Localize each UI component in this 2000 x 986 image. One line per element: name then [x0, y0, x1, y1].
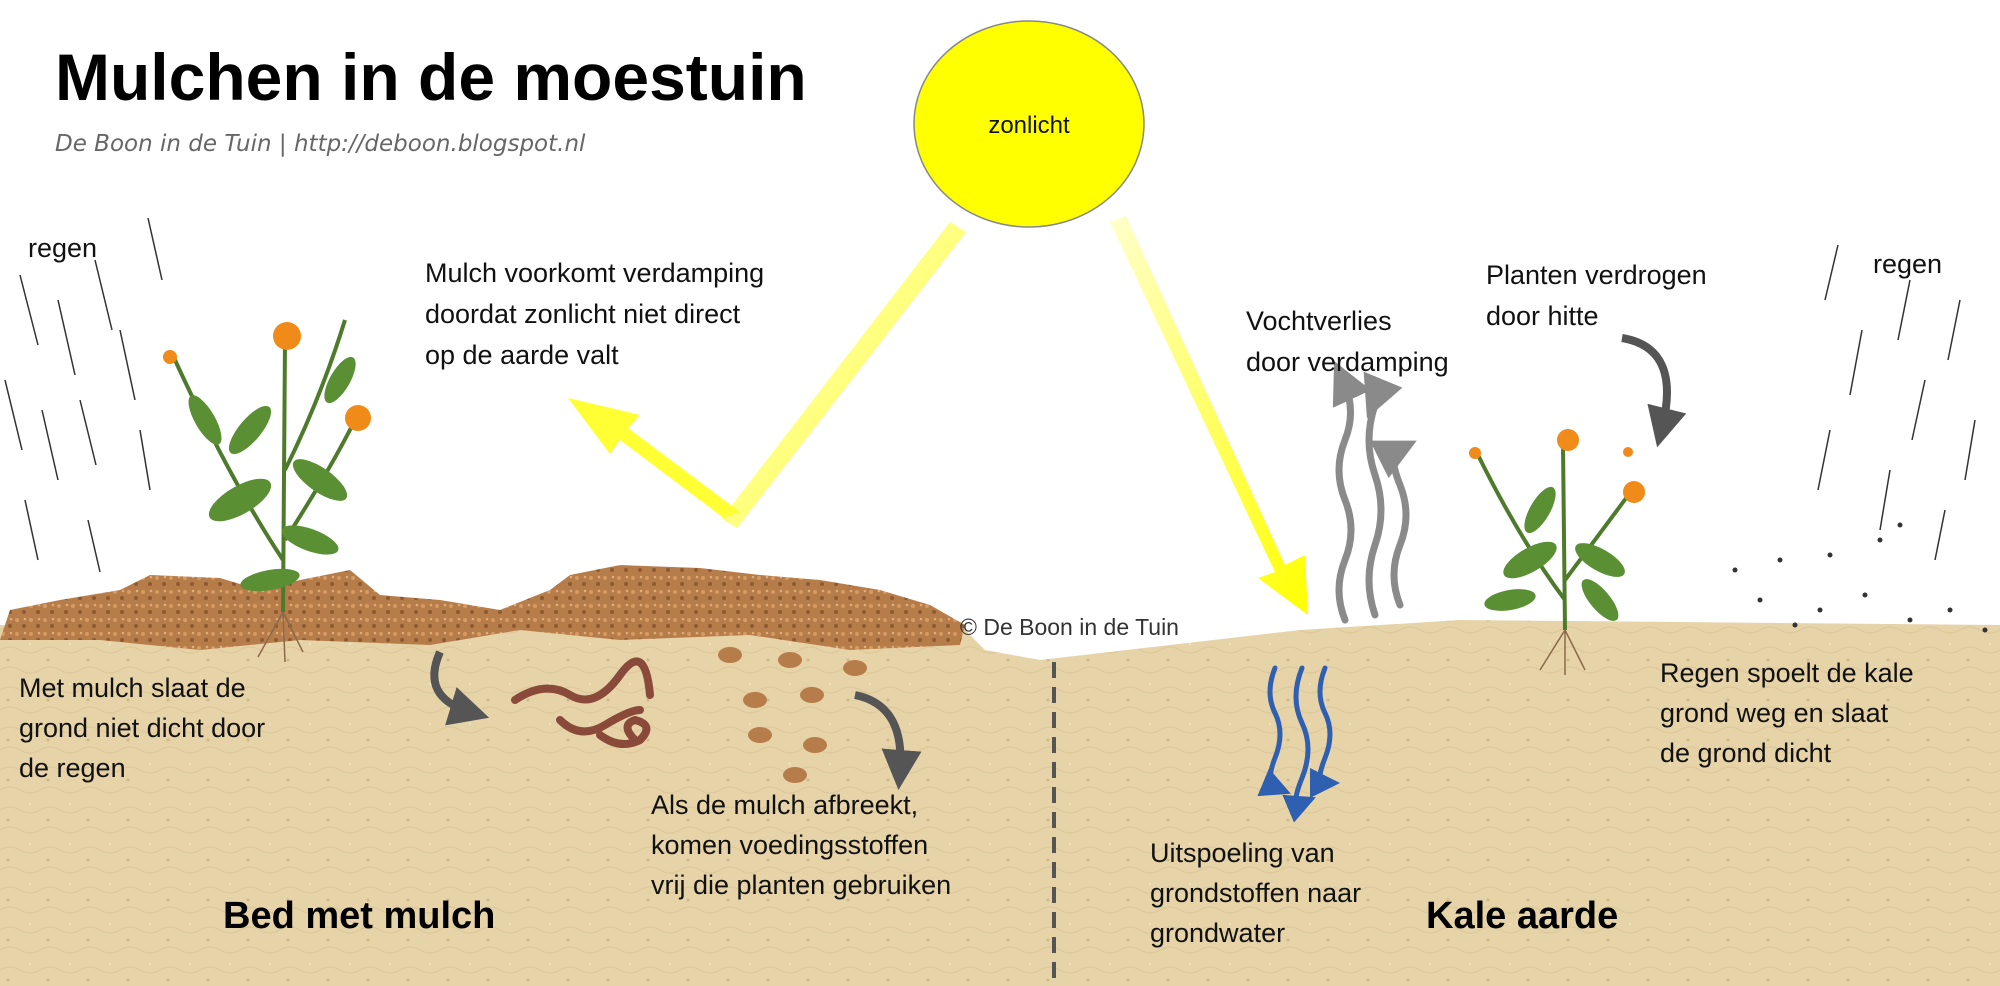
text-line: komen voedingsstoffen [651, 830, 928, 860]
text-line: Met mulch slaat de [19, 673, 246, 703]
earthworms [511, 657, 654, 748]
curved-arrow-rain-mulch [430, 650, 490, 726]
sunbeam-reflect-arrow [568, 398, 740, 528]
evaporation-arrows [1332, 360, 1417, 624]
rain-left [4, 217, 163, 573]
bare-soil-heading: Kale aarde [1426, 895, 1618, 937]
rain-erodes-label: Regen spoelt de kale grond weg en slaat … [1660, 658, 1921, 768]
text-line: grond niet dicht door [19, 713, 265, 743]
text-line: op de aarde valt [425, 340, 619, 370]
mulch-flakes [718, 647, 867, 783]
rain-left-label: regen [28, 233, 97, 263]
mulch-prevents-label: Mulch voorkomt verdamping doordat zonlic… [425, 258, 772, 370]
moisture-loss-label: Vochtverlies door verdamping [1246, 306, 1449, 377]
sunbeam-right [1110, 216, 1308, 615]
text-line: Vochtverlies [1246, 306, 1392, 336]
mulch-breakdown-label: Als de mulch afbreekt, komen voedingssto… [651, 790, 951, 900]
text-line: Regen spoelt de kale [1660, 658, 1914, 688]
page-title: Mulchen in de moestuin [55, 40, 807, 114]
plants-dry-label: Planten verdrogen door hitte [1486, 260, 1714, 331]
text-line: door verdamping [1246, 347, 1449, 377]
text-line: grond weg en slaat [1660, 698, 1889, 728]
curved-arrow-nutrients [854, 691, 922, 790]
sun [913, 20, 1145, 228]
text-line: de regen [19, 753, 126, 783]
marigold-plant-left [163, 319, 371, 663]
soil-ground [0, 620, 2000, 986]
marigold-plant-right [1469, 429, 1645, 675]
leaching-label: Uitspoeling van grondstoffen naar grondw… [1150, 838, 1369, 948]
text-line: vrij die planten gebruiken [651, 870, 951, 900]
text-line: Planten verdrogen [1486, 260, 1707, 290]
rain-drops [1732, 522, 1988, 633]
sunbeam-left [722, 222, 966, 528]
copyright-label: © De Boon in de Tuin [960, 614, 1179, 640]
text-line: door hitte [1486, 301, 1599, 331]
bed-with-mulch-heading: Bed met mulch [223, 895, 495, 937]
text-line: de grond dicht [1660, 738, 1832, 768]
text-line: Uitspoeling van [1150, 838, 1335, 868]
mulch-no-crust-label: Met mulch slaat de grond niet dicht door… [19, 673, 273, 783]
rain-right [1817, 244, 1976, 561]
sun-label: zonlicht [988, 112, 1070, 139]
text-line: Als de mulch afbreekt, [651, 790, 918, 820]
page-subtitle: De Boon in de Tuin | http://deboon.blogs… [55, 131, 586, 157]
text-line: Mulch voorkomt verdamping [425, 258, 764, 288]
leaching-arrows [1257, 665, 1340, 823]
curved-arrow-heat [1621, 334, 1687, 448]
text-line: grondwater [1150, 918, 1285, 948]
text-line: doordat zonlicht niet direct [425, 299, 741, 329]
text-line: grondstoffen naar [1150, 878, 1361, 908]
rain-right-label: regen [1873, 249, 1942, 279]
